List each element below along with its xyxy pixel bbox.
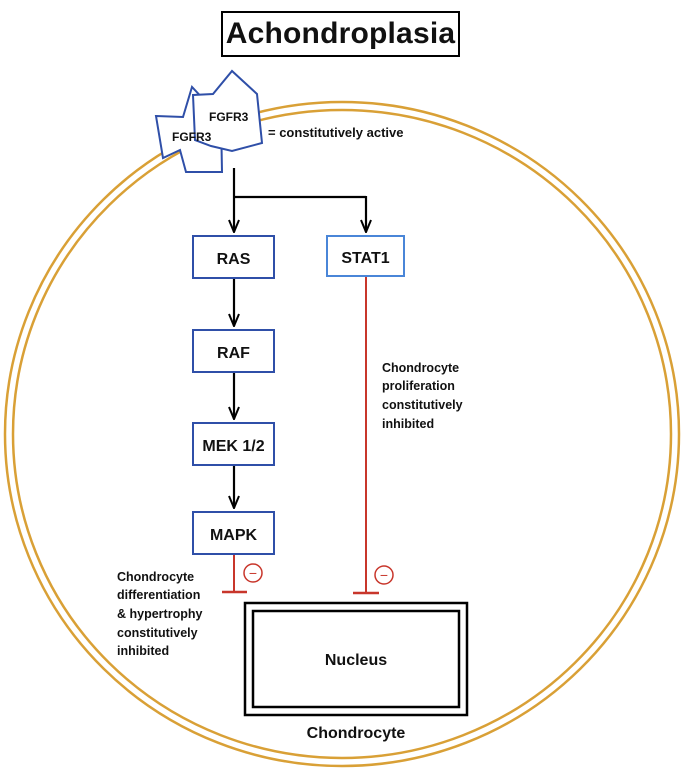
cell-label: Chondrocyte (307, 725, 406, 742)
node-ras-label: RAS (217, 251, 251, 268)
svg-text:differentiation: differentiation (117, 588, 200, 602)
nucleus-label: Nucleus (325, 652, 387, 669)
node-mapk: MAPK (192, 511, 275, 555)
fgfr3-back-label: FGFR3 (172, 130, 212, 144)
node-raf-label: RAF (217, 345, 250, 362)
svg-text:−: − (380, 567, 388, 583)
mapk-inhibition-line (222, 555, 247, 594)
mapk-effect-annotation: Chondrocyte differentiation & hypertroph… (117, 570, 202, 658)
node-mek-label: MEK 1/2 (202, 438, 264, 455)
cell-membrane (3, 100, 681, 768)
svg-text:proliferation: proliferation (382, 379, 455, 393)
node-ras: RAS (192, 235, 275, 279)
page-title: Achondroplasia (221, 11, 460, 57)
svg-text:Chondrocyte: Chondrocyte (382, 361, 459, 375)
svg-text:constitutively: constitutively (117, 626, 198, 640)
svg-text:Chondrocyte: Chondrocyte (117, 570, 194, 584)
stat1-inhibition-symbol: − (374, 565, 394, 585)
fgfr3-front-shape (191, 69, 264, 153)
node-stat1: STAT1 (326, 235, 405, 277)
node-mapk-label: MAPK (210, 527, 258, 544)
stat1-inhibition-line (353, 277, 379, 595)
svg-text:& hypertrophy: & hypertrophy (117, 607, 202, 621)
stat1-effect-annotation: Chondrocyte proliferation constitutively… (382, 361, 463, 431)
nucleus: Nucleus (243, 601, 469, 717)
svg-text:constitutively: constitutively (382, 398, 463, 412)
node-stat1-label: STAT1 (341, 250, 389, 267)
node-mek: MEK 1/2 (192, 422, 275, 466)
fgfr3-front-label: FGFR3 (209, 110, 249, 124)
fgfr3-receptor: FGFR3 FGFR3 (154, 69, 264, 173)
svg-text:inhibited: inhibited (117, 644, 169, 658)
receptor-branch-arrows (234, 168, 366, 232)
constitutively-active-note: = constitutively active (268, 125, 403, 140)
node-raf: RAF (192, 329, 275, 373)
mapk-inhibition-symbol: − (243, 563, 263, 583)
svg-text:inhibited: inhibited (382, 417, 434, 431)
svg-text:−: − (249, 565, 257, 581)
